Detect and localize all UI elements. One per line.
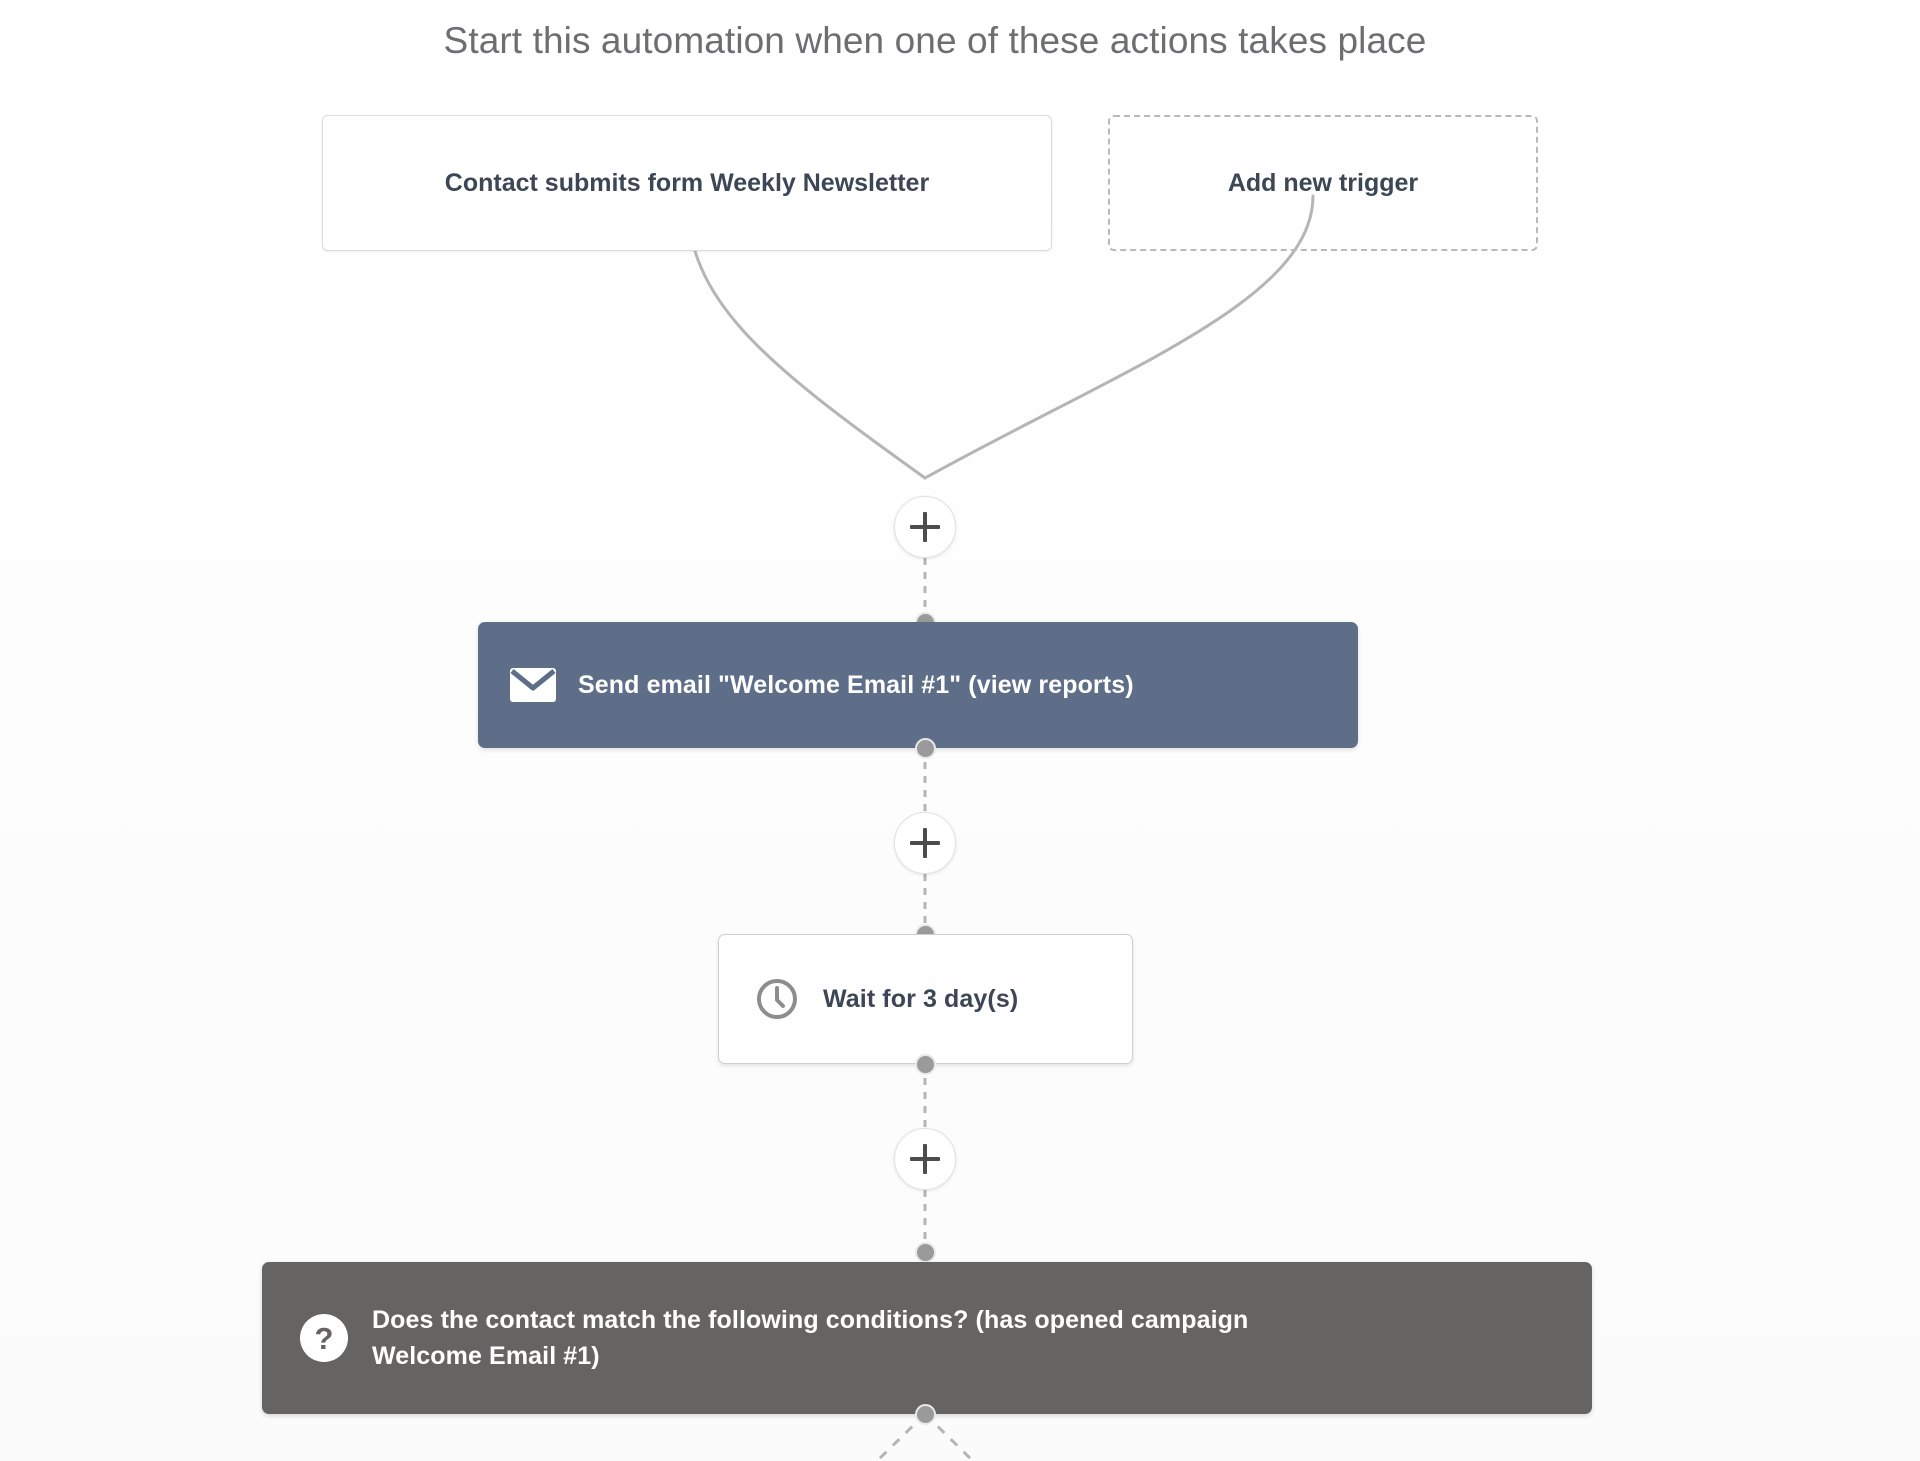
clock-icon [755,977,799,1021]
connector-dot-condition-top [915,1242,936,1263]
envelope-icon [510,668,556,702]
trigger-card-contact-submits-form[interactable]: Contact submits form Weekly Newsletter [322,115,1052,251]
add-new-trigger-label: Add new trigger [1227,168,1419,197]
step-label: Send email "Welcome Email #1" (view repo… [578,670,1134,699]
plus-icon [910,828,940,858]
step-label: Wait for 3 day(s) [823,984,1019,1013]
step-wait[interactable]: Wait for 3 day(s) [718,934,1133,1064]
trigger-card-add-new[interactable]: Add new trigger [1108,115,1538,251]
plus-icon [910,512,940,542]
connector-dot-wait-bottom [915,1054,936,1075]
step-label: Does the contact match the following con… [372,1305,1249,1370]
step-condition[interactable]: ? Does the contact match the following c… [262,1262,1592,1414]
connector-dot-condition-bottom [915,1404,936,1425]
question-mark-icon: ? [300,1314,348,1362]
connector-dot-email-bottom [915,738,936,759]
plus-icon [910,1144,940,1174]
add-step-button-2[interactable] [894,812,956,874]
trigger-label: Contact submits form Weekly Newsletter [444,168,930,197]
add-step-button-3[interactable] [894,1128,956,1190]
step-send-email[interactable]: Send email "Welcome Email #1" (view repo… [478,622,1358,748]
add-step-button-1[interactable] [894,496,956,558]
page-title: Start this automation when one of these … [443,20,1427,61]
